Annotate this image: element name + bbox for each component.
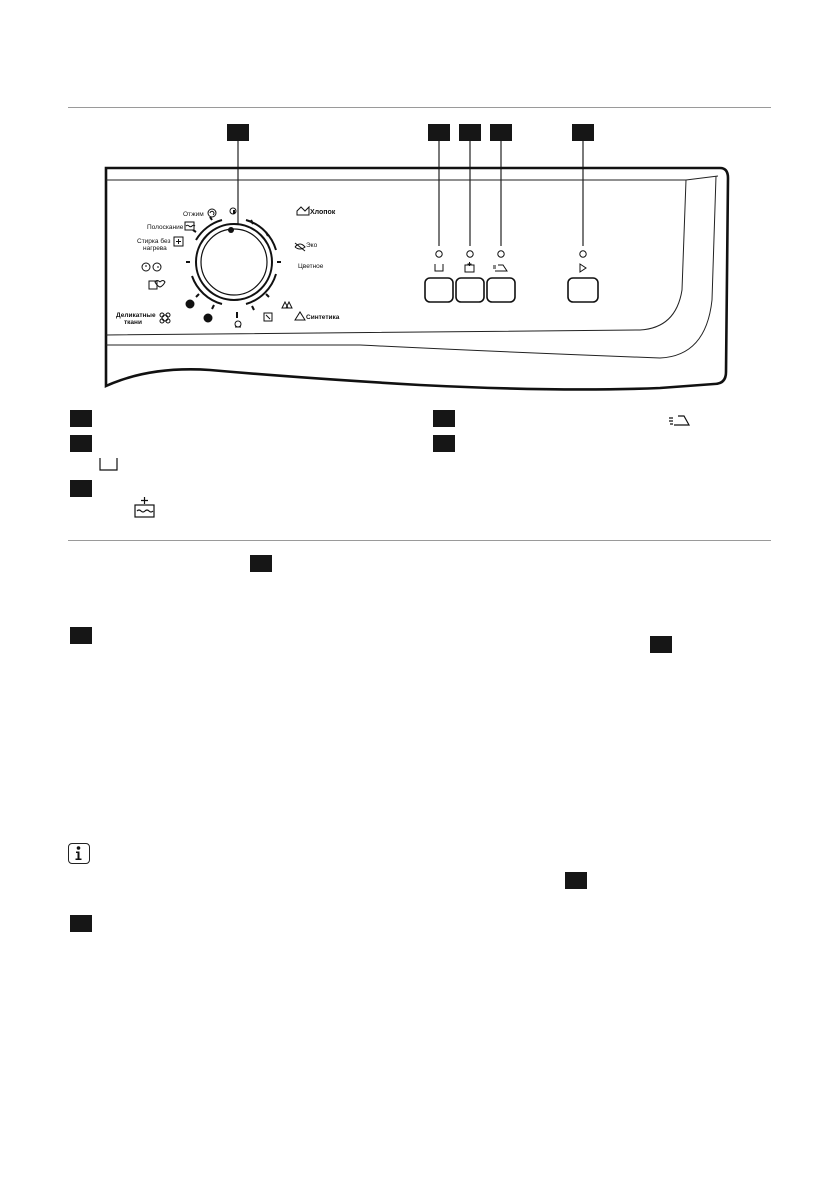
synthetics-icon — [294, 311, 306, 321]
legend-extra-rinse-icon — [134, 497, 155, 518]
callout-badge-button-2 — [459, 124, 481, 141]
stain-icon — [434, 264, 444, 272]
dial-label-cotton: Хлопок — [310, 209, 336, 216]
dial-label-spin: Отжим — [183, 211, 204, 218]
dial-label-colour: Цветное — [298, 263, 324, 270]
reference-badge-4 — [565, 872, 587, 889]
dial-label-delicates-2: ткани — [124, 319, 142, 326]
start-led — [579, 250, 587, 258]
dial-label-delicates: Деликатные — [116, 312, 156, 319]
start-button[interactable] — [567, 277, 599, 303]
callout-badge-start — [572, 124, 594, 141]
legend-badge-2 — [70, 435, 92, 452]
legend-icons — [99, 415, 691, 518]
stain-led — [435, 250, 443, 258]
dial-label-cold-wash-2: нагрева — [143, 245, 167, 252]
delicates-icon — [159, 312, 171, 324]
reference-badge-3 — [650, 636, 672, 653]
sports-icon — [281, 300, 293, 309]
easy-iron-icon — [493, 264, 508, 272]
bedding-icon-1 — [185, 299, 195, 309]
reference-badge-2 — [70, 627, 92, 644]
program-dial[interactable] — [195, 223, 273, 301]
wool-icon — [148, 280, 166, 290]
extra-rinse-led — [466, 250, 474, 258]
control-panel-diagram: Отжим Полоскание Стирка без нагрева Дели… — [104, 141, 730, 391]
top-rule — [68, 107, 771, 108]
dial-label-eco: Эко — [306, 242, 318, 249]
legend-badge-4 — [433, 410, 455, 427]
easy-iron-button[interactable] — [486, 277, 516, 303]
jeans-icon — [263, 312, 273, 322]
legend-stain-icon — [99, 458, 118, 471]
callout-badge-button-1 — [428, 124, 450, 141]
dial-label-synthetics: Синтетика — [306, 314, 340, 321]
bedding-icon-2 — [203, 313, 213, 323]
easy-iron-led — [497, 250, 505, 258]
timer-icon — [141, 262, 162, 272]
spin-icon — [207, 208, 217, 218]
eco-icon — [294, 242, 306, 252]
rinse-icon — [184, 221, 196, 231]
start-icon — [579, 263, 587, 273]
callout-badge-dial — [227, 124, 249, 141]
cold-wash-icon — [173, 236, 184, 247]
section-rule — [68, 540, 771, 541]
legend-badge-3 — [70, 480, 92, 497]
extra-rinse-icon — [464, 262, 475, 273]
cotton-icon — [296, 205, 310, 216]
callout-badge-button-3 — [490, 124, 512, 141]
reference-badge-5 — [70, 915, 92, 932]
legend-easy-iron-icon — [669, 415, 691, 426]
info-icon — [68, 843, 90, 864]
dial-label-cold-wash: Стирка без — [137, 237, 170, 245]
legend-badge-5 — [433, 435, 455, 452]
dial-label-rinse: Полоскание — [147, 224, 184, 231]
legend-badge-1 — [70, 410, 92, 427]
shoes-icon — [234, 320, 242, 328]
stain-button[interactable] — [424, 277, 454, 303]
extra-rinse-button[interactable] — [455, 277, 485, 303]
reference-badge-1 — [250, 555, 272, 572]
